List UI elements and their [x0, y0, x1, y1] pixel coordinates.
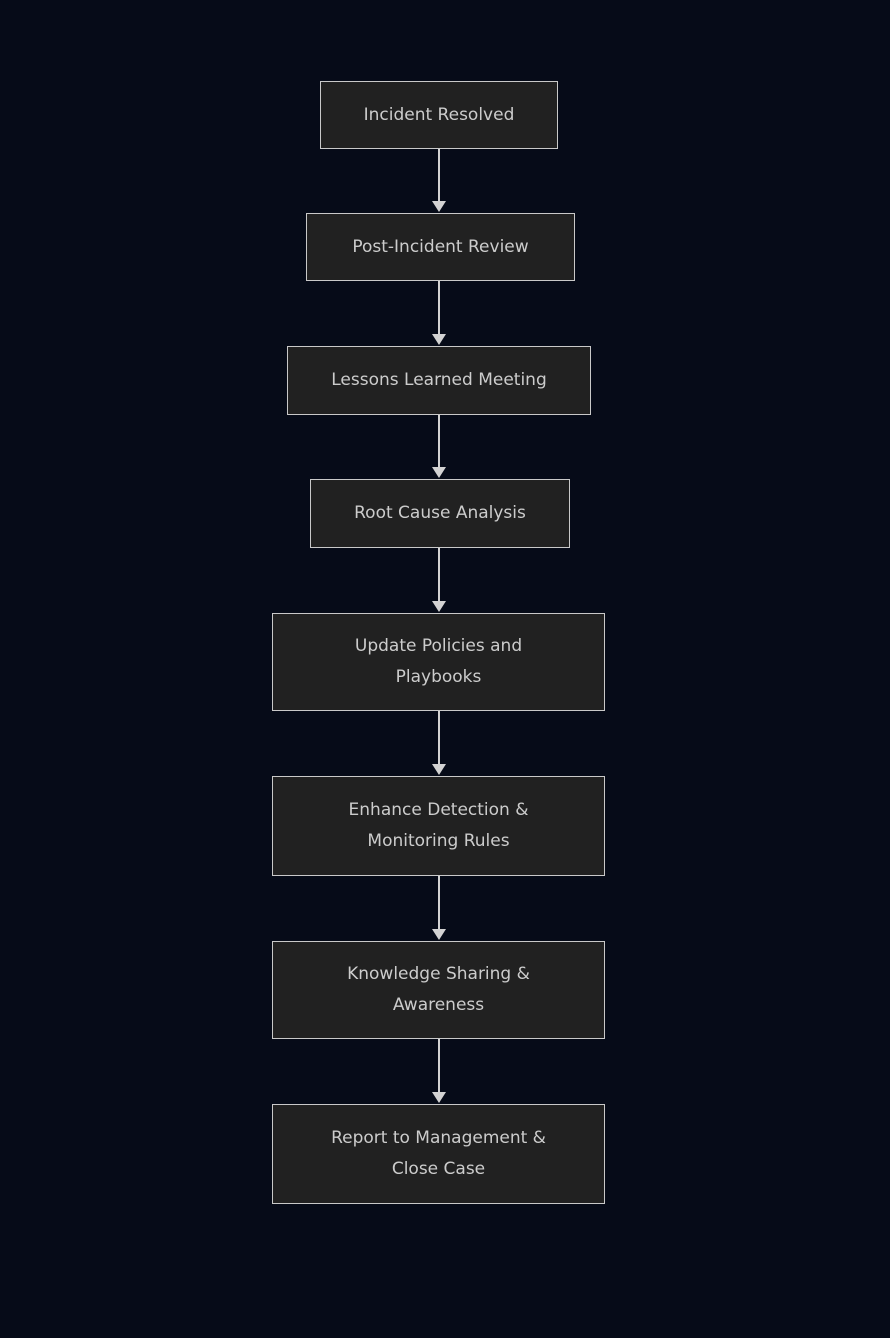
flow-node-post-incident-review: Post-Incident Review	[306, 213, 575, 281]
flow-arrow-7	[432, 1039, 446, 1103]
arrow-line	[438, 149, 440, 201]
flow-arrow-2	[432, 281, 446, 345]
arrow-head-down-icon	[432, 201, 446, 212]
flow-node-report-management-close-case: Report to Management & Close Case	[272, 1104, 605, 1204]
arrow-head-down-icon	[432, 929, 446, 940]
flow-arrow-6	[432, 876, 446, 940]
flow-node-label: Report to Management & Close Case	[331, 1128, 546, 1179]
flow-node-incident-resolved: Incident Resolved	[320, 81, 558, 149]
flow-arrow-1	[432, 149, 446, 212]
flow-arrow-3	[432, 415, 446, 478]
arrow-line	[438, 1039, 440, 1092]
arrow-head-down-icon	[432, 764, 446, 775]
flow-node-label: Post-Incident Review	[352, 236, 529, 257]
arrow-head-down-icon	[432, 467, 446, 478]
flow-arrow-5	[432, 711, 446, 775]
flow-node-label: Enhance Detection & Monitoring Rules	[348, 800, 529, 851]
flow-node-label: Lessons Learned Meeting	[331, 370, 547, 391]
arrow-head-down-icon	[432, 601, 446, 612]
arrow-line	[438, 876, 440, 929]
flow-node-label: Root Cause Analysis	[354, 503, 526, 524]
arrow-line	[438, 711, 440, 764]
arrow-head-down-icon	[432, 334, 446, 345]
arrow-head-down-icon	[432, 1092, 446, 1103]
flow-node-enhance-detection-monitoring: Enhance Detection & Monitoring Rules	[272, 776, 605, 876]
arrow-line	[438, 281, 440, 334]
flow-node-root-cause-analysis: Root Cause Analysis	[310, 479, 570, 548]
flow-arrow-4	[432, 548, 446, 612]
flow-node-label: Knowledge Sharing & Awareness	[347, 964, 530, 1015]
flow-node-knowledge-sharing-awareness: Knowledge Sharing & Awareness	[272, 941, 605, 1039]
arrow-line	[438, 548, 440, 601]
arrow-line	[438, 415, 440, 467]
flow-node-lessons-learned-meeting: Lessons Learned Meeting	[287, 346, 591, 415]
flow-node-label: Update Policies and Playbooks	[354, 636, 523, 687]
flow-node-label: Incident Resolved	[363, 104, 515, 125]
flow-node-update-policies-playbooks: Update Policies and Playbooks	[272, 613, 605, 711]
